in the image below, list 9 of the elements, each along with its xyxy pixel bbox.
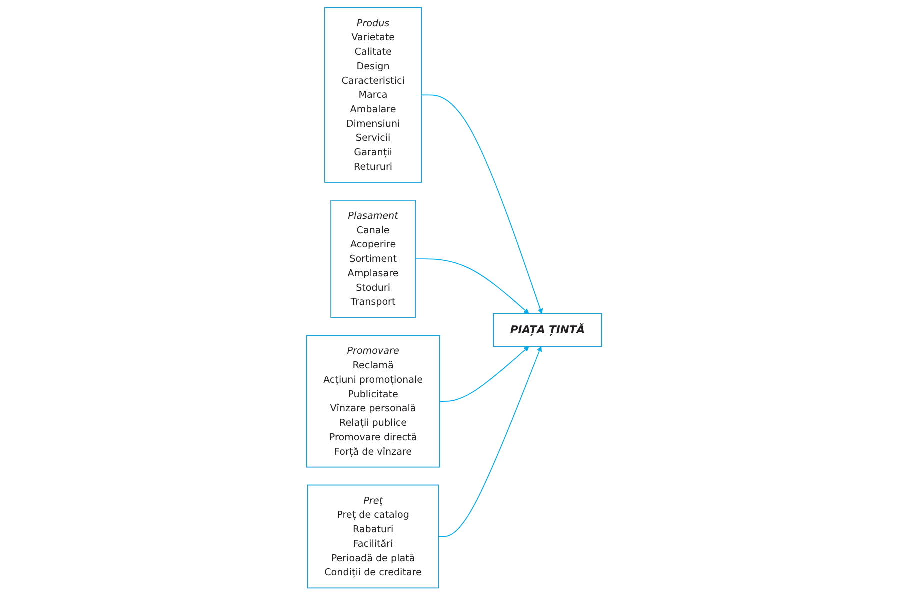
node-box: Preț Preț de catalog Rabaturi Facilitări Perioadă de plată Condiții de creditare — [307, 484, 439, 589]
node-box: Produs Varietate Calitate Design Caracteristici Marca Ambalare Dimensiuni Servicii Garanții Retururi — [324, 7, 422, 183]
arrow — [438, 346, 542, 538]
arrow — [439, 346, 529, 402]
arrow — [414, 258, 529, 314]
node-box: Plasament Canale Acoperire Sortiment Amplasare Stoduri Transport — [330, 200, 416, 318]
node-box: Promovare Reclamă Acțiuni promoționale Publicitate Vînzare personală Relații publice Promovare directă Forță de vînzare — [306, 335, 440, 468]
arrow — [420, 94, 543, 314]
node-box: PIAȚA ȚINTĂ — [492, 313, 602, 348]
